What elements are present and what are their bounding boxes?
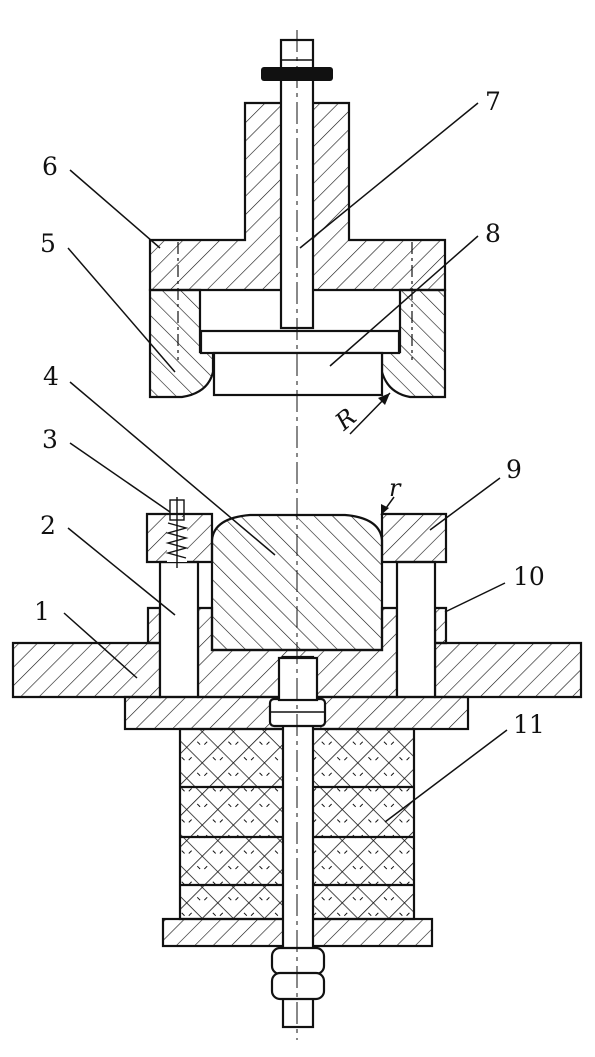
upper-die-cavity bbox=[199, 290, 401, 331]
part-10-collar-right bbox=[433, 606, 448, 645]
callout-1: 1 bbox=[34, 597, 50, 626]
callout-9: 9 bbox=[506, 455, 522, 484]
callout-2: 2 bbox=[40, 511, 56, 540]
callout-10: 10 bbox=[513, 562, 545, 591]
part-8-ejector-body bbox=[212, 351, 384, 397]
callout-5: 5 bbox=[40, 229, 56, 258]
callout-11: 11 bbox=[513, 710, 545, 739]
part-1-bed-plate-left bbox=[11, 641, 162, 699]
dimension-R-label: R bbox=[329, 403, 362, 437]
callout-6: 6 bbox=[42, 152, 58, 181]
upper-die bbox=[148, 38, 447, 399]
lower-nut-1 bbox=[270, 946, 326, 976]
part-10-collar-left bbox=[146, 606, 162, 645]
part-1-bed-plate-right bbox=[433, 641, 583, 699]
callout-3: 3 bbox=[42, 425, 58, 454]
lower-nut-2 bbox=[270, 971, 326, 1001]
dimension-r-label: r bbox=[389, 474, 402, 502]
callout-8: 8 bbox=[485, 219, 501, 248]
part-8-ejector-head bbox=[199, 329, 401, 355]
callout-4: 4 bbox=[43, 362, 59, 391]
stud-top bbox=[277, 656, 319, 702]
leader-lines bbox=[63, 102, 508, 823]
part-9-holder-right bbox=[380, 512, 448, 564]
part-2-pillar-right bbox=[395, 560, 437, 699]
part-2-pillar-left bbox=[158, 560, 200, 699]
callout-7: 7 bbox=[485, 87, 501, 116]
